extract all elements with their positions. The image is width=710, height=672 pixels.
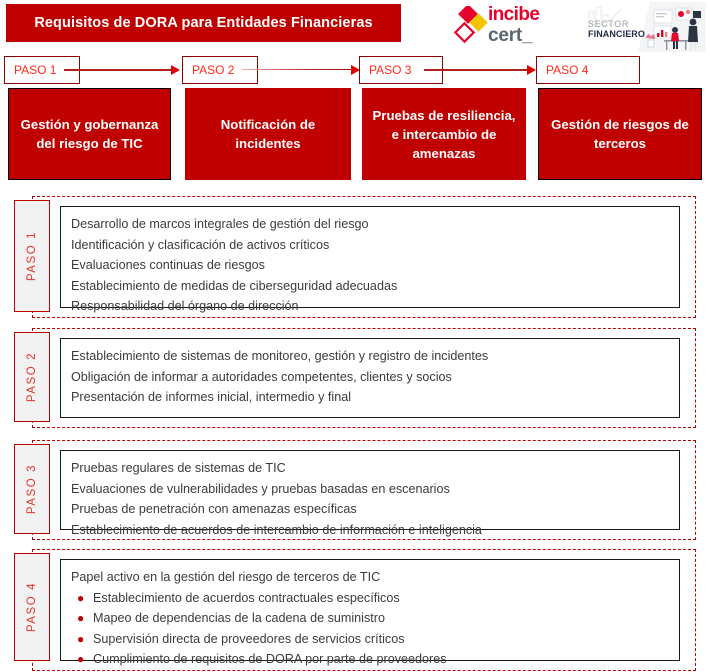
step-chip-label: PASO 1 (14, 63, 57, 77)
step-card-1[interactable]: Gestión y gobernanza del riesgo de TIC (8, 88, 171, 180)
step-chip-label: PASO 4 (546, 63, 589, 77)
detail-line: Papel activo en la gestión del riesgo de… (71, 570, 381, 584)
logo-word-cert: cert_ (488, 25, 533, 46)
detail-line: Cumplimiento de requisitos de DORA por p… (93, 652, 447, 666)
section-label-text: PASO 3 (26, 463, 39, 515)
arrow-paso2-to-paso3 (242, 65, 360, 75)
step-chip-paso-4[interactable]: PASO 4 (536, 56, 640, 84)
arrow-head-icon (527, 65, 536, 75)
detail-line: Pruebas de penetración con amenazas espe… (71, 502, 357, 516)
step-card-title: Gestión de riesgos de terceros (551, 117, 689, 151)
section-content-box: Papel activo en la gestión del riesgo de… (60, 559, 680, 666)
detail-bullet-line: ● Establecimiento de acuerdos contractua… (71, 588, 679, 609)
detail-line: Desarrollo de marcos integrales de gesti… (71, 217, 369, 231)
step-card-2[interactable]: Notificación de incidentes (185, 88, 351, 180)
detail-line: Mapeo de dependencias de la cadena de su… (93, 611, 385, 625)
section-vertical-label-paso-3: PASO 3 (14, 444, 50, 534)
arrow-head-icon (351, 65, 360, 75)
step-card-3[interactable]: Pruebas de resiliencia, e intercambio de… (362, 88, 526, 180)
detail-line: Establecimiento de sistemas de monitoreo… (71, 349, 489, 363)
bullet-icon: ● (77, 590, 85, 605)
step-chip-row: PASO 1 PASO 2 PASO 3 PASO 4 (0, 56, 710, 86)
step-chip-label: PASO 3 (369, 63, 412, 77)
section-vertical-label-paso-1: PASO 1 (14, 200, 50, 312)
arrow-paso3-to-paso4 (424, 65, 536, 75)
arrow-shaft (242, 69, 352, 71)
detail-line: Establecimiento de acuerdos contractuale… (93, 590, 400, 605)
detail-line: Identificación y clasificación de activo… (71, 237, 330, 252)
sector-financiero-illustration (580, 2, 706, 52)
step-card-title: Gestión y gobernanza del riesgo de TIC (20, 117, 159, 151)
detail-line: Establecimiento de medidas de cibersegur… (71, 278, 398, 293)
section-content-box: Pruebas regulares de sistemas de TIC Eva… (60, 450, 680, 537)
arrow-shaft (424, 69, 528, 71)
detail-line: Evaluaciones continuas de riesgos (71, 258, 265, 272)
detail-line: Pruebas regulares de sistemas de TIC (71, 461, 286, 475)
section-vertical-label-paso-4: PASO 4 (14, 553, 50, 661)
page-title: Requisitos de DORA para Entidades Financ… (34, 15, 373, 31)
incibe-diamond-icon (453, 6, 488, 44)
detail-section-paso-1: PASO 1 Desarrollo de marcos integrales d… (14, 196, 696, 318)
detail-section-paso-3: PASO 3 Pruebas regulares de sistemas de … (14, 440, 696, 540)
detail-section-paso-2: PASO 2 Establecimiento de sistemas de mo… (14, 328, 696, 428)
logo-word-incibe: incibe (488, 4, 540, 25)
arrow-shaft (64, 69, 172, 71)
detail-line: Supervisión directa de proveedores de se… (93, 631, 405, 646)
sector-financiero-text: SECTOR FINANCIERO (588, 19, 645, 39)
section-content-box: Desarrollo de marcos integrales de gesti… (60, 206, 680, 313)
section-label-text: PASO 2 (26, 351, 39, 403)
section-vertical-label-paso-2: PASO 2 (14, 332, 50, 422)
incibe-cert-wordmark: incibe cert_ (488, 4, 540, 46)
step-card-4[interactable]: Gestión de riesgos de terceros (538, 88, 702, 180)
step-card-title: Notificación de incidentes (220, 117, 316, 151)
step-chip-label: PASO 2 (192, 63, 235, 77)
detail-line: Presentación de informes inicial, interm… (71, 390, 351, 404)
page-header: Requisitos de DORA para Entidades Financ… (0, 0, 710, 55)
detail-line: Establecimiento de acuerdos de intercamb… (71, 522, 482, 537)
bullet-icon: ● (77, 611, 85, 625)
section-label-text: PASO 4 (26, 581, 39, 633)
page-title-banner: Requisitos de DORA para Entidades Financ… (6, 4, 401, 42)
detail-line: Evaluaciones de vulnerabilidades y prueb… (71, 481, 450, 496)
detail-bullet-line: ● Supervisión directa de proveedores de … (71, 629, 679, 650)
arrow-head-icon (171, 65, 180, 75)
step-title-cards: Gestión y gobernanza del riesgo de TIC N… (0, 88, 710, 184)
detail-line: Responsabilidad del órgano de dirección (71, 299, 299, 313)
section-content-box: Establecimiento de sistemas de monitoreo… (60, 338, 680, 418)
arrow-paso1-to-paso2 (64, 65, 180, 75)
detail-line: Obligación de informar a autoridades com… (71, 369, 452, 384)
detail-bullet-line: ● Cumplimiento de requisitos de DORA por… (71, 649, 679, 670)
sector-label-line1: SECTOR (588, 19, 629, 29)
sector-financiero-banner: SECTOR FINANCIERO (580, 2, 706, 52)
incibe-cert-logo: incibe cert_ (452, 4, 570, 50)
section-label-text: PASO 1 (26, 230, 39, 282)
sector-label-line2: FINANCIERO (588, 29, 645, 39)
bullet-icon: ● (77, 631, 85, 646)
detail-bullet-line: ● Mapeo de dependencias de la cadena de … (71, 608, 679, 629)
detail-section-paso-4: PASO 4 Papel activo en la gestión del ri… (14, 549, 696, 671)
bullet-icon: ● (77, 652, 85, 666)
step-card-title: Pruebas de resiliencia, e intercambio de… (372, 107, 516, 161)
